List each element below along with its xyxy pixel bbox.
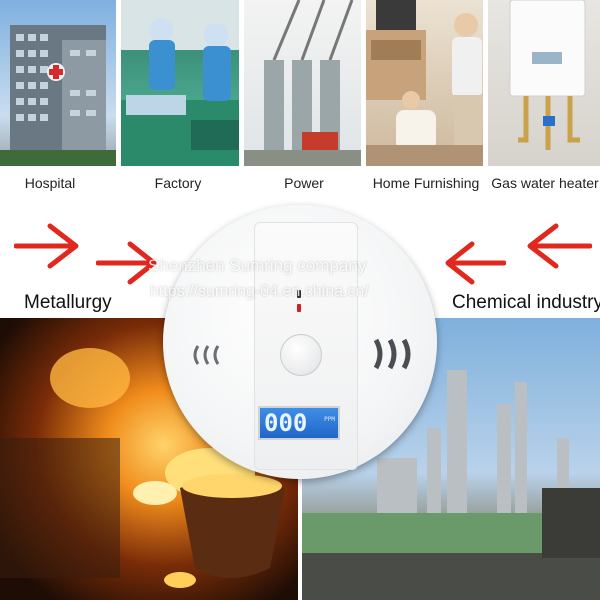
arrow-left-icon bbox=[445, 241, 506, 285]
alarm-led-icon bbox=[297, 304, 301, 312]
label-metallurgy: Metallurgy bbox=[24, 292, 112, 313]
hospital-building-illustration bbox=[0, 25, 116, 166]
watermark-url: https://sumring-04.en.china.cn/ bbox=[150, 283, 369, 300]
gas-heater-photo bbox=[488, 0, 600, 166]
led-indicator bbox=[297, 290, 301, 298]
sound-vent-right-icon bbox=[373, 338, 411, 370]
caption-hospital: Hospital bbox=[24, 175, 76, 191]
watermark-company: Shenzhen Sumring company bbox=[148, 256, 367, 275]
power-substation-illustration bbox=[244, 0, 361, 166]
label-chemical-industry: Chemical industry bbox=[452, 292, 600, 313]
home-photo bbox=[366, 0, 483, 166]
caption-gas-water-heater: Gas water heater bbox=[491, 175, 599, 191]
arrow-right-icon bbox=[96, 241, 157, 285]
caption-home-furnishing: Home Furnishing bbox=[372, 175, 480, 191]
arrow-left-icon bbox=[527, 223, 592, 269]
gas-water-heater-illustration bbox=[509, 0, 586, 150]
lcd-unit: PPM bbox=[324, 416, 335, 423]
test-button[interactable] bbox=[280, 334, 322, 376]
hospital-photo bbox=[0, 0, 116, 166]
lcd-value: 000 bbox=[264, 409, 308, 437]
caption-factory: Factory bbox=[154, 175, 202, 191]
factory-photo bbox=[121, 0, 239, 166]
molten-metal-illustration bbox=[0, 348, 285, 588]
lcd-display: 000 PPM bbox=[258, 406, 340, 440]
chemical-plant-illustration bbox=[302, 370, 600, 600]
caption-power: Power bbox=[284, 175, 324, 191]
home-interior-illustration bbox=[366, 0, 483, 166]
power-photo bbox=[244, 0, 361, 166]
sound-vent-left-icon bbox=[193, 345, 220, 365]
factory-workers-illustration bbox=[121, 0, 239, 166]
arrow-right-icon bbox=[14, 223, 79, 269]
